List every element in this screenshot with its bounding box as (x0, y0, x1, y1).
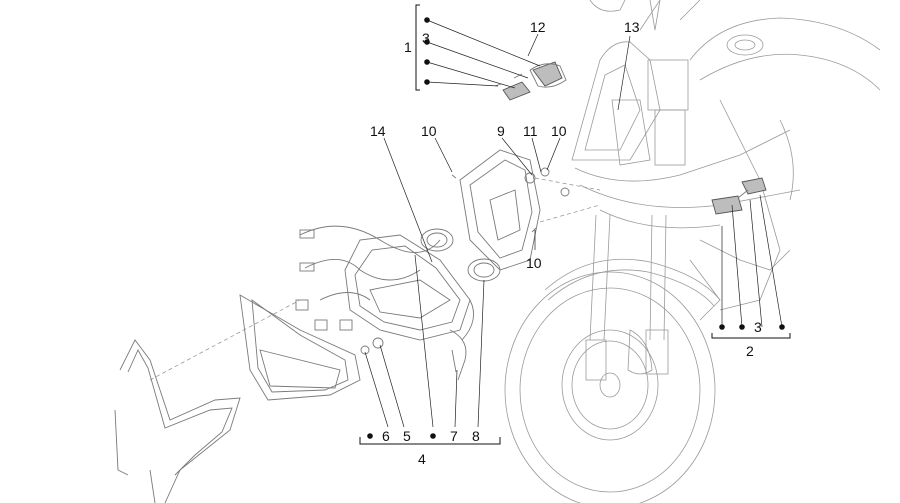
callout-1: 1 (404, 39, 412, 55)
callout-3-top: 3 (422, 30, 430, 46)
headlight-assembly (149, 225, 501, 381)
callout-10-right: 10 (551, 123, 567, 139)
motorcycle-outline (504, 0, 881, 503)
callout-leaders (383, 33, 631, 263)
callout-dots (367, 17, 785, 439)
callout-labels: 1 3 12 13 14 10 9 11 10 10 3 2 6 5 7 8 4 (370, 19, 762, 467)
group-bracket-2 (711, 333, 791, 339)
callout-2: 2 (746, 343, 754, 359)
callout-10-bottom: 10 (526, 255, 542, 271)
callout-5: 5 (403, 428, 411, 444)
callout-10-left: 10 (421, 123, 437, 139)
callout-3-right: 3 (754, 319, 762, 335)
callout-9: 9 (497, 123, 505, 139)
callout-13: 13 (624, 19, 640, 35)
indicator-assembly-1 (426, 19, 567, 101)
callout-8: 8 (472, 428, 480, 444)
callout-6: 6 (382, 428, 390, 444)
callout-11: 11 (523, 123, 538, 139)
group-bracket-1 (415, 4, 420, 91)
callout-12: 12 (530, 19, 546, 35)
front-cover (114, 294, 361, 503)
small-hardware (360, 254, 485, 428)
callout-7: 7 (450, 428, 458, 444)
callout-4: 4 (418, 451, 426, 467)
callout-14: 14 (370, 123, 386, 139)
group-bracket-4 (359, 437, 501, 445)
